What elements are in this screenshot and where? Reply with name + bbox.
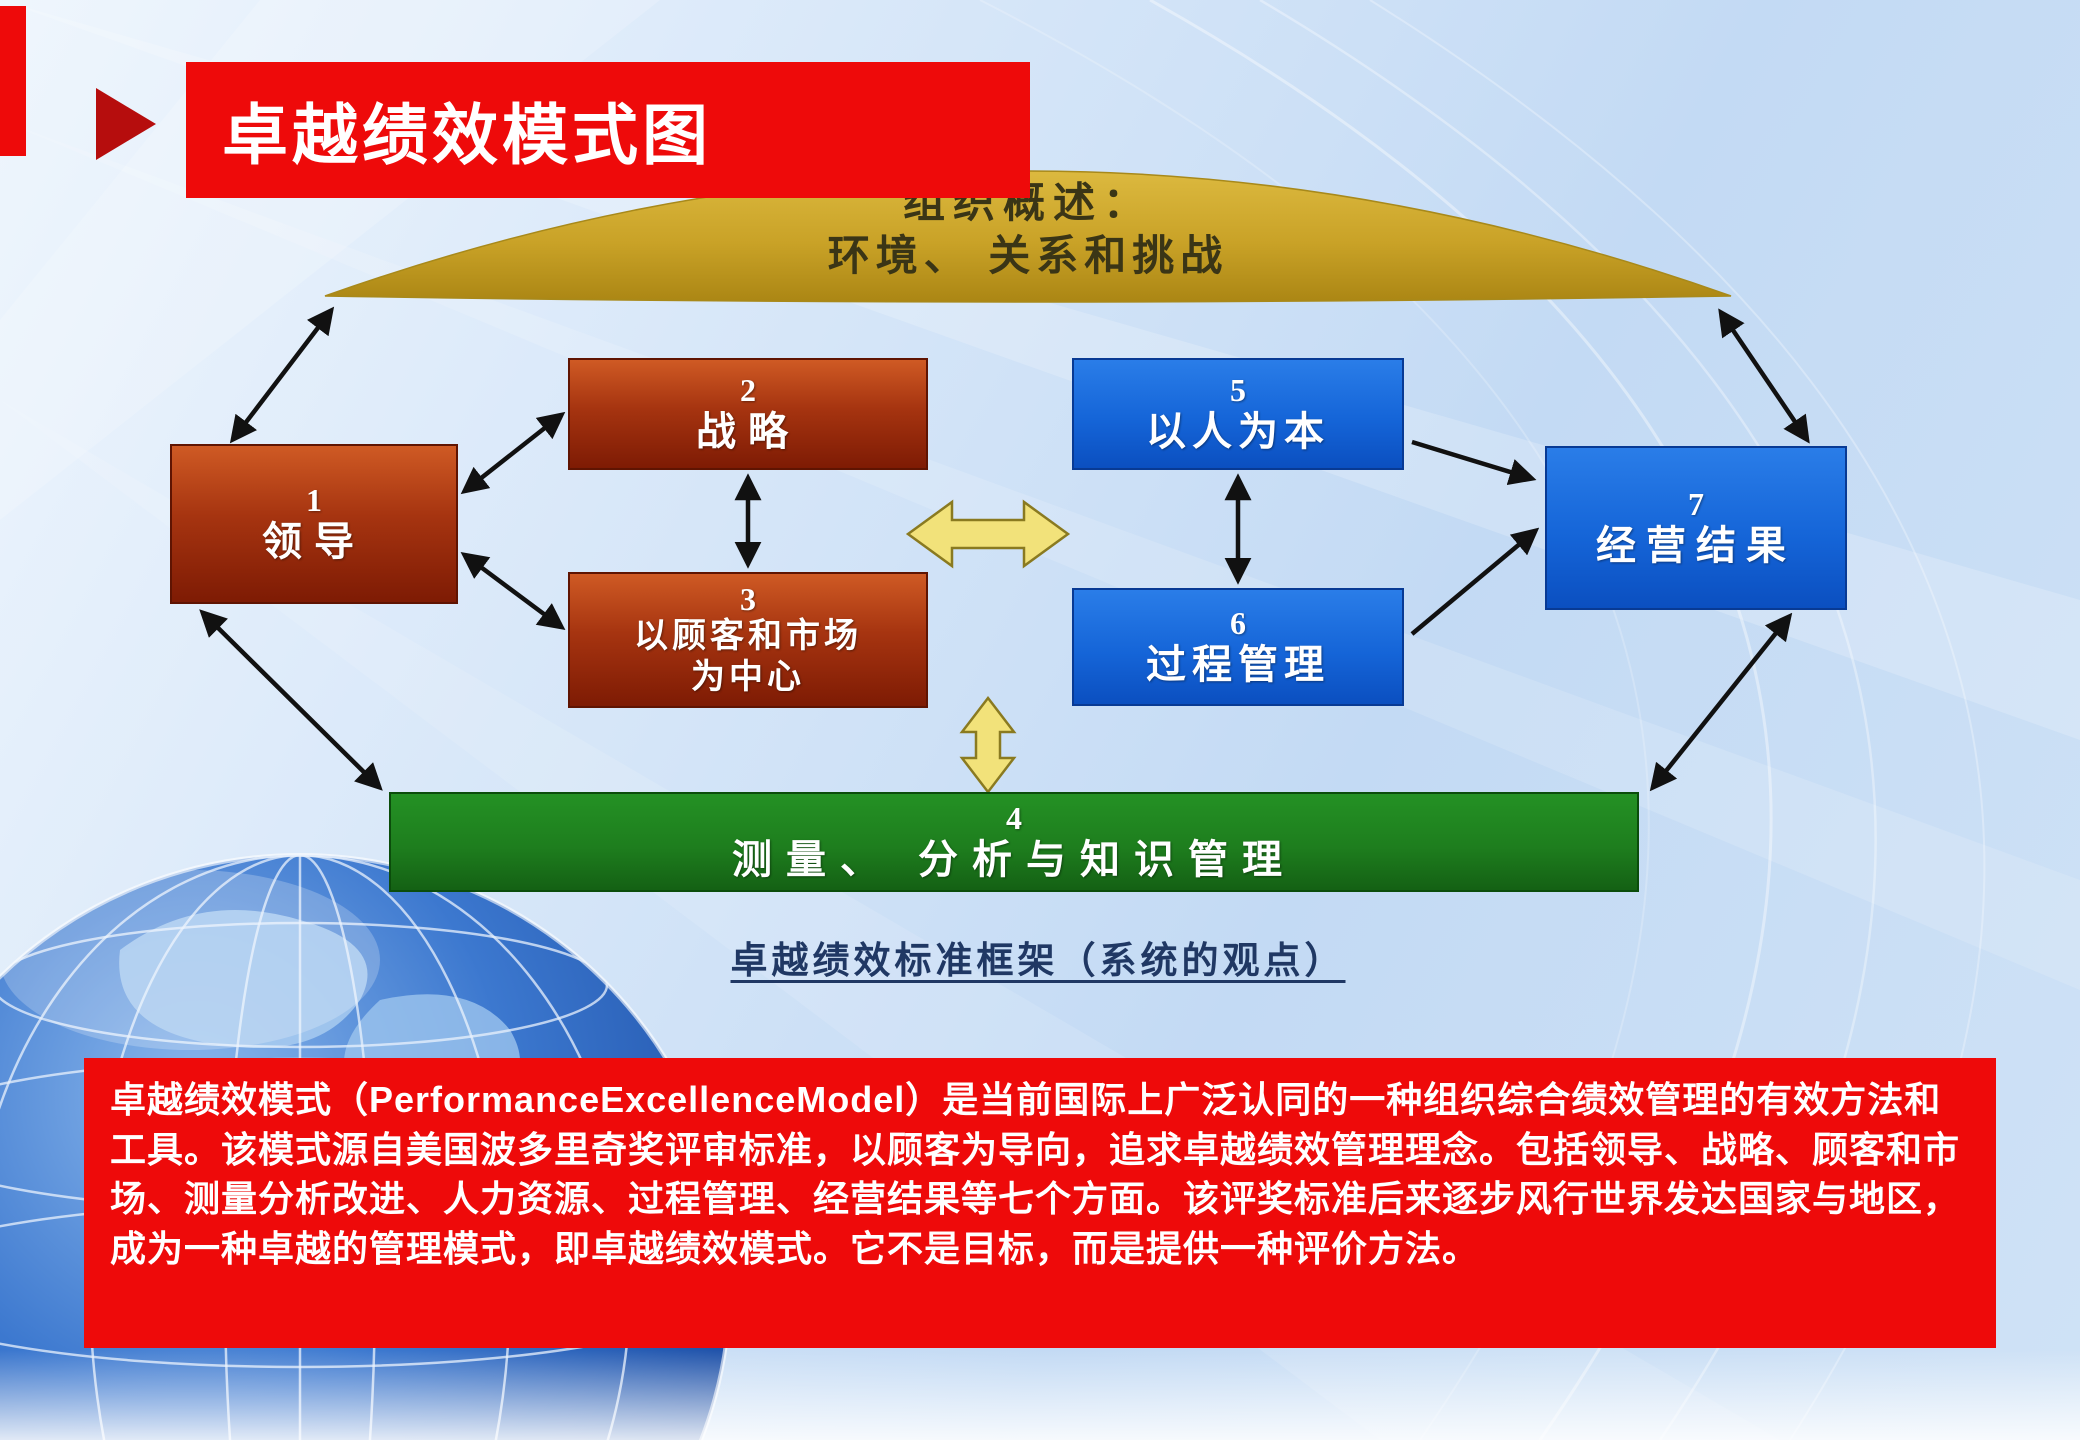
box-4-number: 4 xyxy=(1006,799,1022,836)
box-5-number: 5 xyxy=(1230,371,1246,408)
description-text: 卓越绩效模式（PerformanceExcellenceModel）是当前国际上… xyxy=(110,1079,1961,1270)
box-4-label: 测量、 分析与知识管理 xyxy=(732,837,1296,882)
page-title: 卓越绩效模式图 xyxy=(222,98,712,172)
org-overview-line2: 环境、 关系和挑战 xyxy=(827,233,1229,280)
box-6-process: 6 过程管理 xyxy=(1072,588,1404,706)
title-pointer-icon xyxy=(96,88,156,160)
yellow-horizontal-arrow xyxy=(905,499,1071,569)
page-title-banner: 卓越绩效模式图 xyxy=(186,62,1030,198)
box-7-number: 7 xyxy=(1688,485,1704,522)
box-3-number: 3 xyxy=(740,581,756,618)
box-1-number: 1 xyxy=(306,481,322,518)
box-2-label: 战略 xyxy=(696,409,800,454)
box-2-number: 2 xyxy=(740,371,756,408)
box-3-label: 以顾客和市场 为中心 xyxy=(634,618,862,696)
yellow-vertical-arrow xyxy=(959,695,1017,795)
box-2-strategy: 2 战略 xyxy=(568,358,928,470)
box-6-label: 过程管理 xyxy=(1146,642,1330,687)
box-1-leadership: 1 领导 xyxy=(170,444,458,604)
box-6-number: 6 xyxy=(1230,604,1246,641)
box-5-label: 以人为本 xyxy=(1146,409,1330,454)
box-3-customer-market: 3 以顾客和市场 为中心 xyxy=(568,572,928,708)
box-5-people: 5 以人为本 xyxy=(1072,358,1404,470)
description-panel: 卓越绩效模式（PerformanceExcellenceModel）是当前国际上… xyxy=(84,1058,1996,1348)
box-1-label: 领导 xyxy=(262,519,366,564)
box-7-results: 7 经营结果 xyxy=(1545,446,1847,610)
diagram-caption: 卓越绩效标准框架（系统的观点） xyxy=(730,941,1346,982)
box-4-measurement: 4 测量、 分析与知识管理 xyxy=(389,792,1639,892)
box-7-label: 经营结果 xyxy=(1596,523,1796,568)
left-edge-accent xyxy=(0,6,26,156)
